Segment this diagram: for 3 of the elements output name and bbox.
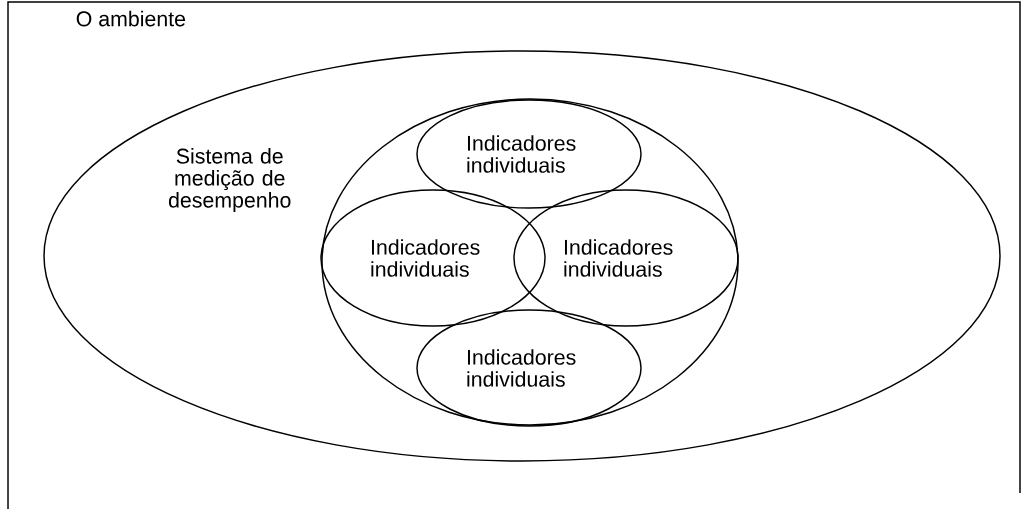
label: Sistema de medição de desempenho [168,148,291,212]
heading: O ambiente [76,10,186,27]
ellipse [321,98,739,426]
